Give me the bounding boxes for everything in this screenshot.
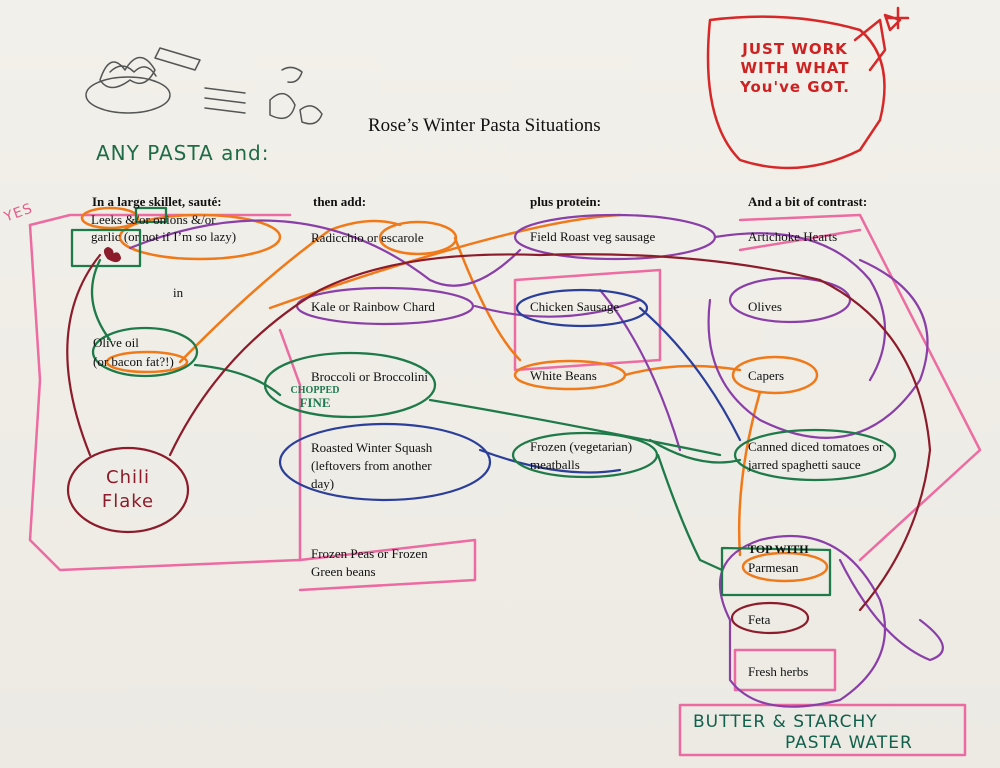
aromatics-line1: Leeks &/or onions &/or	[91, 212, 216, 227]
maroon-lines	[66, 246, 932, 635]
squash-line3: day)	[311, 476, 335, 491]
feta-item: Feta	[748, 612, 771, 627]
white-beans-item: White Beans	[530, 368, 597, 383]
saute-header: In a large skillet, sauté:	[92, 194, 222, 209]
purple-lines	[128, 213, 944, 708]
chili-label: Chili	[106, 467, 150, 488]
radicchio-item: Radicchio or escarole	[311, 230, 424, 245]
kale-item: Kale or Rainbow Chard	[311, 299, 435, 314]
squash-line1: Roasted Winter Squash	[311, 440, 433, 455]
just-work-note: JUST WORK WITH WHAT You've GOT.	[740, 40, 850, 96]
fine-label: FINE	[299, 395, 331, 410]
butter-note-line2: PASTA WATER	[785, 733, 913, 753]
tomatoes-line1: Canned diced tomatoes or	[748, 439, 884, 454]
parmesan-item: Parmesan	[748, 560, 799, 575]
tomatoes-line2: jarred spaghetti sauce	[748, 457, 861, 472]
green-lines	[70, 206, 897, 597]
chopped-label: CHOPPED	[290, 385, 340, 396]
olives-item: Olives	[748, 299, 782, 314]
red-bubble	[706, 6, 910, 170]
chopped-fine-note: CHOPPED FINE	[287, 385, 343, 409]
oil-line2: (or bacon fat?!)	[93, 354, 174, 369]
protein-header: plus protein:	[530, 194, 601, 209]
fresh-herbs-item: Fresh herbs	[748, 664, 809, 679]
pasta-doodle	[85, 47, 323, 125]
peas-line1: Frozen Peas or Frozen	[311, 546, 428, 561]
pink-lines	[28, 213, 982, 757]
orange-lines	[80, 206, 829, 583]
peas-line2: Green beans	[311, 564, 376, 579]
meatballs-line1: Frozen (vegetarian)	[530, 439, 633, 454]
broccoli-item: Broccoli or Broccolini	[311, 369, 428, 384]
page-title: Rose’s Winter Pasta Situations	[368, 115, 601, 136]
butter-note-line1: BUTTER & STARCHY	[693, 712, 878, 732]
oil-line1: Olive oil	[93, 335, 139, 350]
field-roast-item: Field Roast veg sausage	[530, 229, 656, 244]
flake-label: Flake	[101, 491, 155, 512]
navy-lines	[278, 288, 742, 502]
contrast-header: And a bit of contrast:	[748, 194, 868, 209]
top-with-header: TOP WITH	[748, 542, 809, 556]
in-label: in	[173, 285, 184, 300]
capers-item: Capers	[748, 368, 785, 383]
chicken-sausage-item: Chicken Sausage	[530, 299, 620, 314]
squash-line2: (leftovers from another	[311, 458, 432, 473]
artichoke-item: Artichoke Hearts	[748, 229, 838, 244]
any-pasta-note: ANY PASTA and:	[96, 141, 270, 165]
meatballs-line2: meatballs	[530, 457, 580, 472]
aromatics-line2: garlic (or not if I’m so lazy)	[91, 229, 237, 244]
chili-flake-note: Chili Flake	[92, 466, 164, 514]
add-header: then add:	[313, 194, 367, 209]
